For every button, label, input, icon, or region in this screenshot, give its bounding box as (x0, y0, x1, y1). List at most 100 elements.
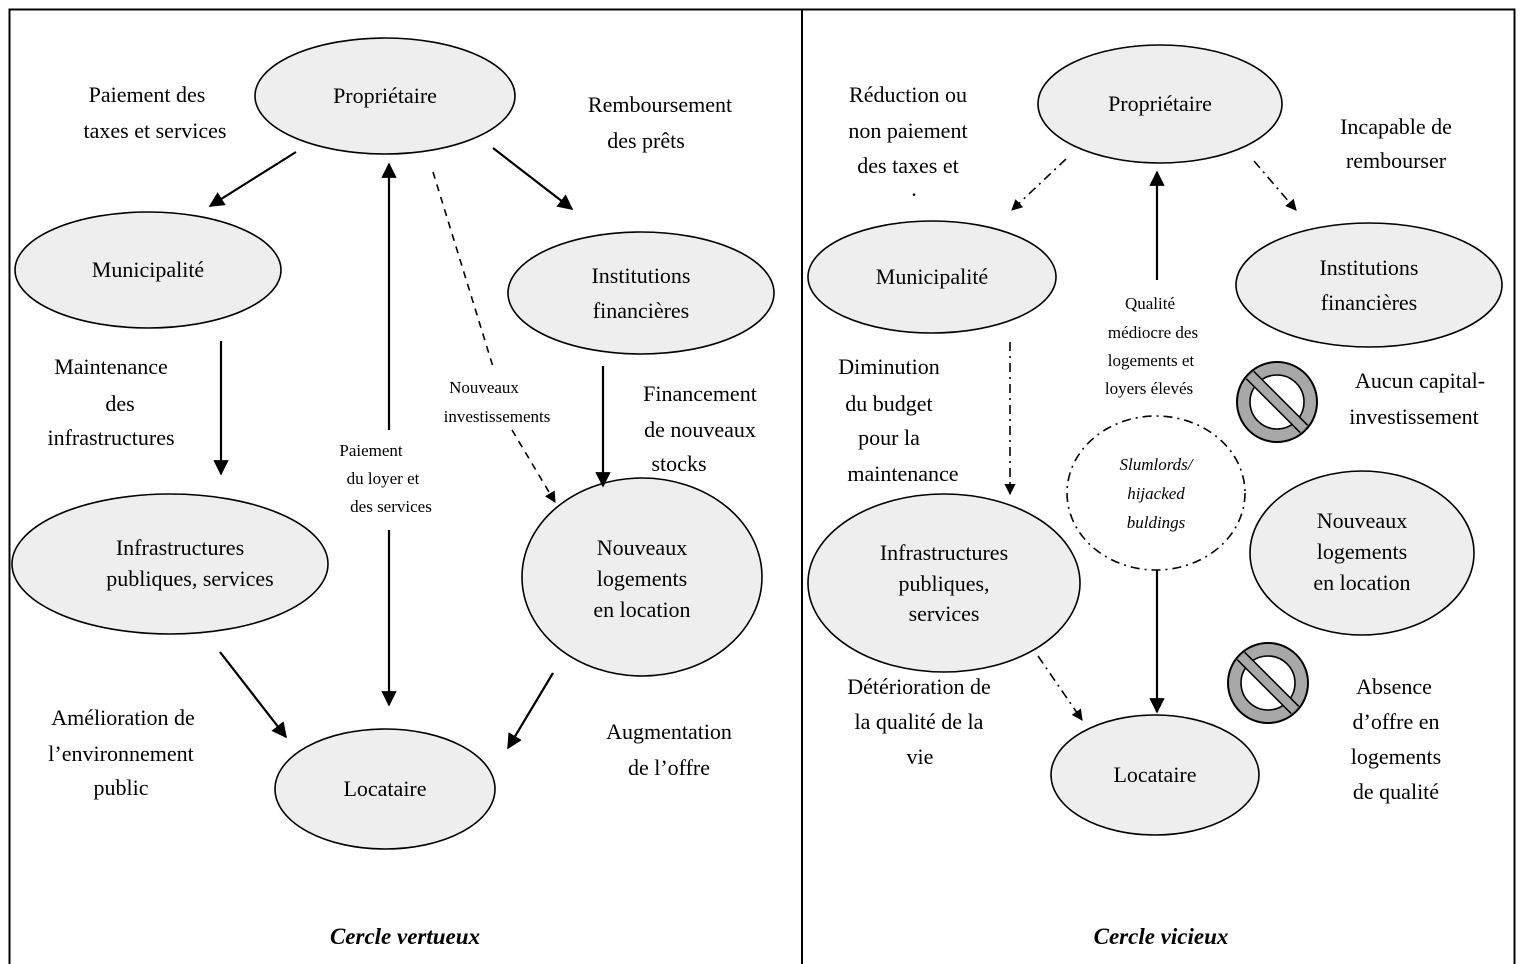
node-label: Institutions (1319, 255, 1418, 280)
node-locataire-left: Locataire (274, 728, 496, 850)
node-label: Institutions (591, 263, 690, 288)
label-paiement-taxes: Paiement des taxes et services (84, 82, 227, 143)
svg-text:rembourser: rembourser (1346, 148, 1447, 173)
arrow-logements-to-locataire (507, 672, 554, 750)
arrow-proprietaire-to-municipalite (208, 151, 297, 207)
node-label: logements (1317, 539, 1407, 564)
arrow-investissements-lower (511, 429, 556, 503)
node-proprietaire-right: Propriétaire (1037, 44, 1283, 164)
node-slumlords: Slumlords/ hijacked buldings (1066, 415, 1246, 571)
node-label: Municipalité (92, 257, 204, 282)
svg-text:des services: des services (350, 497, 432, 516)
node-label: Locataire (343, 776, 426, 801)
label-financement: Financement de nouveaux stocks (643, 381, 757, 476)
svg-text:du budget: du budget (845, 391, 932, 416)
svg-text:Paiement: Paiement (339, 441, 403, 460)
svg-text:Aucun capital-: Aucun capital- (1355, 368, 1485, 393)
svg-text:Remboursement: Remboursement (588, 92, 732, 117)
caption-cercle-vertueux: Cercle vertueux (330, 924, 480, 949)
label-diminution: Diminution du budget pour la maintenance (838, 354, 958, 486)
label-paiement-loyer: Paiement du loyer et des services (339, 441, 431, 516)
node-label: publiques, (898, 571, 989, 596)
prohibited-icon (1227, 642, 1309, 724)
svg-text:public: public (94, 775, 149, 800)
svg-text:Augmentation: Augmentation (606, 719, 732, 744)
node-institutions-left: Institutions financières (507, 231, 775, 355)
svg-text:.: . (911, 176, 917, 201)
node-locataire-right: Locataire (1050, 714, 1260, 836)
arrow-infrastructures-to-locataire-right (1037, 655, 1083, 721)
node-nouveaux-logements-left: Nouveaux logements en location (521, 477, 763, 677)
node-proprietaire-left: Propriétaire (254, 37, 516, 155)
svg-text:Qualité: Qualité (1125, 294, 1175, 313)
label-nouveaux-investissements: Nouveaux investissements (444, 378, 551, 426)
svg-text:du loyer et: du loyer et (347, 469, 420, 488)
svg-text:Incapable de: Incapable de (1340, 114, 1452, 139)
node-label: Propriétaire (333, 83, 437, 108)
svg-text:des: des (105, 391, 134, 416)
node-label: Infrastructures (880, 540, 1008, 565)
node-label: Propriétaire (1108, 91, 1212, 116)
svg-text:de nouveaux: de nouveaux (644, 417, 756, 442)
node-label: hijacked (1127, 484, 1185, 503)
svg-text:de qualité: de qualité (1353, 779, 1439, 804)
label-remboursement: Remboursement des prêts (588, 92, 732, 153)
svg-text:stocks: stocks (652, 451, 707, 476)
label-absence: Absence d’offre en logements de qualité (1351, 674, 1441, 804)
node-label: en location (593, 597, 690, 622)
node-infrastructures-right: Infrastructures publiques, services (807, 493, 1081, 673)
diagram-frame (8, 8, 1516, 964)
node-nouveaux-logements-right: Nouveaux logements en location (1249, 470, 1475, 636)
svg-text:vie: vie (907, 744, 934, 769)
node-label: services (909, 601, 980, 626)
label-deterioration: Détérioration de la qualité de la vie (847, 674, 991, 769)
label-qualite-mediocre: Qualité médiocre des logements et loyers… (1105, 294, 1198, 398)
node-label: financières (593, 298, 690, 323)
svg-text:Maintenance: Maintenance (54, 354, 168, 379)
label-augmentation: Augmentation de l’offre (606, 719, 732, 780)
svg-text:l’environnement: l’environnement (48, 741, 193, 766)
svg-text:médiocre des: médiocre des (1108, 323, 1198, 342)
svg-text:Financement: Financement (643, 381, 757, 406)
svg-text:pour la: pour la (858, 425, 920, 450)
arrow-proprietaire-to-municipalite-right (1011, 158, 1067, 211)
label-incapable: Incapable de rembourser (1340, 114, 1452, 173)
svg-text:loyers élevés: loyers élevés (1105, 379, 1193, 398)
node-label: Locataire (1113, 762, 1196, 787)
svg-text:des prêts: des prêts (607, 128, 685, 153)
label-maintenance: Maintenance des infrastructures (47, 354, 174, 450)
svg-text:la qualité de la: la qualité de la (855, 709, 984, 734)
svg-text:Amélioration de: Amélioration de (51, 705, 195, 730)
node-label: Infrastructures (116, 535, 244, 560)
node-label: financières (1321, 290, 1418, 315)
node-label: Municipalité (876, 264, 988, 289)
node-label: Nouveaux (597, 535, 687, 560)
svg-text:Nouveaux: Nouveaux (449, 378, 519, 397)
svg-text:Réduction ou: Réduction ou (849, 82, 967, 107)
svg-text:Paiement des: Paiement des (89, 82, 206, 107)
node-label: buldings (1127, 513, 1186, 532)
svg-text:maintenance: maintenance (847, 461, 958, 486)
svg-text:investissement: investissement (1349, 404, 1479, 429)
svg-text:Détérioration de: Détérioration de (847, 674, 991, 699)
node-infrastructures-left: Infrastructures publiques, services (11, 493, 329, 635)
svg-text:logements: logements (1351, 744, 1441, 769)
prohibited-icon (1236, 361, 1318, 443)
svg-text:de l’offre: de l’offre (628, 755, 710, 780)
svg-text:d’offre en: d’offre en (1353, 709, 1440, 734)
node-label: Nouveaux (1317, 508, 1407, 533)
svg-text:infrastructures: infrastructures (47, 425, 174, 450)
node-label: logements (597, 566, 687, 591)
svg-text:non paiement: non paiement (848, 118, 967, 143)
arrow-proprietaire-to-institutions (492, 147, 574, 210)
arrow-proprietaire-to-institutions-right (1253, 160, 1297, 211)
panel-cercle-vicieux: Propriétaire Municipalité Institutions f… (807, 44, 1503, 949)
node-municipalite-left: Municipalité (14, 211, 282, 329)
svg-text:taxes et services: taxes et services (84, 118, 227, 143)
svg-text:logements et: logements et (1108, 351, 1195, 370)
svg-text:Diminution: Diminution (838, 354, 939, 379)
arrow-investissements-upper (432, 171, 495, 371)
svg-text:Absence: Absence (1356, 674, 1432, 699)
caption-cercle-vicieux: Cercle vicieux (1094, 924, 1229, 949)
